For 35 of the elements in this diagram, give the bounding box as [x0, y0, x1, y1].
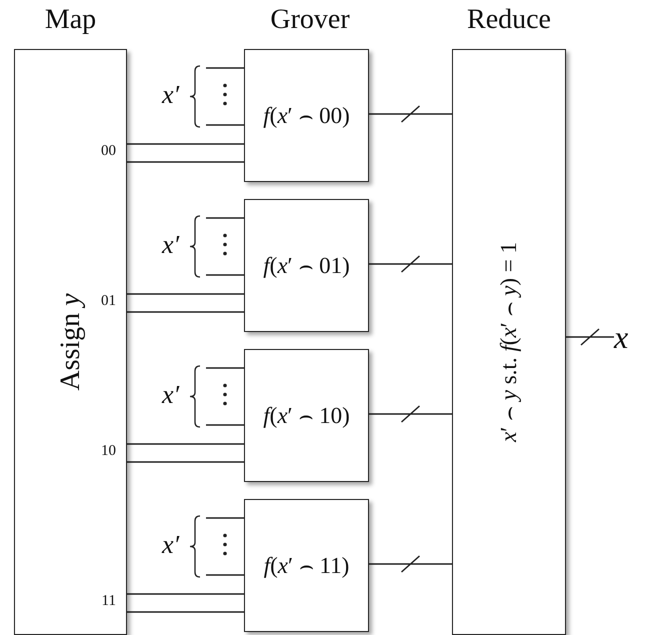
block-text: f(x′ ⌢ 00) [263, 102, 350, 128]
output-label: x [614, 322, 628, 352]
bundled-wire [368, 405, 453, 423]
input-wires [205, 217, 245, 276]
block-text: Assign y [54, 293, 86, 391]
wire-pair [126, 293, 245, 313]
bundled-wire [368, 555, 453, 573]
wire-pair [126, 443, 245, 463]
wire-pair [126, 593, 245, 613]
wire-pair [126, 143, 245, 163]
grover-block [244, 49, 369, 182]
index-label: 01 [101, 293, 116, 310]
grover-block [244, 349, 369, 482]
bundled-wire [565, 328, 615, 346]
block-text: f(x′ ⌢ 10) [263, 402, 350, 428]
input-wires [205, 67, 245, 126]
block-text: f(x′ ⌢ 01) [263, 252, 350, 278]
block-text: f(x′ ⌢ 11) [264, 552, 350, 578]
column-heading: Map [44, 4, 96, 36]
register-label: x′ [162, 80, 180, 110]
block-text: x′ ⌢ y s.t. f(x′ ⌢ y) = 1 [496, 242, 522, 442]
index-label: 11 [102, 593, 116, 610]
input-wires [205, 517, 245, 576]
register-label: x′ [162, 380, 180, 410]
bundled-wire [368, 105, 453, 123]
index-label: 10 [101, 443, 116, 460]
grover-block [244, 199, 369, 332]
index-label: 00 [101, 143, 116, 160]
grover-block [244, 499, 369, 632]
column-heading: Grover [270, 4, 350, 36]
register-label: x′ [162, 230, 180, 260]
bundled-wire [368, 255, 453, 273]
register-label: x′ [162, 530, 180, 560]
input-wires [205, 367, 245, 426]
column-heading: Reduce [467, 4, 551, 36]
